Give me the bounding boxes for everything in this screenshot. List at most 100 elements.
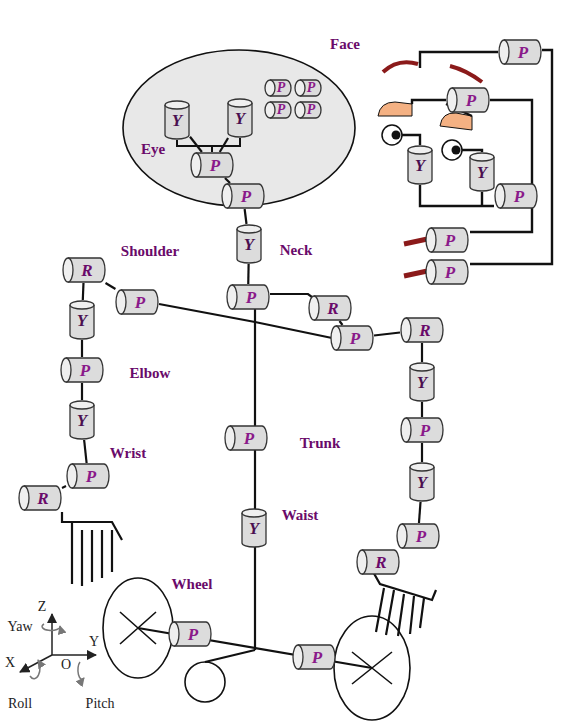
joint-link (421, 343, 423, 362)
cylinder-end (495, 184, 505, 208)
cylinder-end (295, 102, 305, 118)
joint-link (421, 443, 423, 462)
joint-letter: P (244, 430, 254, 447)
eyebrow (450, 66, 482, 82)
axis-label: Y (89, 635, 99, 649)
joint-link (81, 340, 83, 357)
joint-letter: P (86, 468, 96, 485)
cylinder-end (401, 418, 411, 442)
cylinder-end (426, 228, 436, 252)
joint-link (419, 502, 421, 523)
eyebrow (383, 62, 418, 72)
joint-letter: P (518, 44, 528, 61)
cylinder-end (295, 80, 305, 96)
joint-letter: Y (77, 412, 87, 429)
joint-cylinder: P (115, 289, 159, 315)
joint-letter: P (420, 422, 430, 439)
cylinder-end (222, 184, 232, 208)
joint-letter: Y (77, 312, 87, 329)
part-label: Wheel (172, 577, 213, 592)
joint-cylinder: Y (409, 362, 435, 402)
cylinder-end (265, 80, 275, 96)
joint-cylinder: P (264, 101, 292, 119)
joint-cylinder: P (330, 325, 374, 351)
joint-cylinder: R (356, 549, 400, 575)
cylinder-end (265, 102, 275, 118)
cylinder-body (70, 305, 94, 339)
joint-cylinder: R (308, 295, 352, 321)
cylinder-end (225, 426, 235, 450)
joint-link (84, 440, 86, 463)
joint-cylinder: Y (236, 224, 262, 264)
joint-cylinder: P (221, 183, 265, 209)
joint-cylinder: P (425, 227, 469, 253)
part-label: Waist (282, 508, 319, 523)
joint-cylinder: Y (407, 145, 433, 185)
joint-cylinder: P (224, 425, 268, 451)
joint-letter: P (80, 362, 90, 379)
pitch-arc (78, 662, 84, 679)
joint-letter: Y (244, 236, 254, 253)
joint-letter: P (445, 264, 455, 281)
joint-cylinder: Y (69, 400, 95, 440)
cylinder-end (165, 101, 189, 109)
cylinder-body (242, 513, 266, 547)
cylinder-end (191, 153, 201, 177)
neck-link (270, 294, 316, 300)
head-ellipse (123, 50, 355, 206)
joint-letter: P (307, 103, 316, 117)
joint-cylinder: Y (227, 98, 253, 138)
cylinder-end (410, 463, 434, 471)
cylinder-body (165, 105, 189, 139)
cylinder-end (401, 318, 411, 342)
cylinder-end (19, 486, 29, 510)
joint-letter: P (188, 626, 198, 643)
caster-wheel (185, 662, 225, 702)
cylinder-end (408, 146, 432, 154)
face-link (420, 52, 498, 68)
eyeball (382, 125, 402, 145)
joint-link (81, 383, 83, 400)
axis-label: Pitch (86, 697, 115, 711)
cylinder-end (357, 550, 367, 574)
cylinder-end (228, 99, 252, 107)
joint-letter: P (312, 649, 322, 666)
eyeball (442, 140, 462, 160)
joint-link (62, 486, 66, 488)
y-axis (52, 654, 96, 656)
axis-label: Z (38, 600, 47, 614)
joint-letter: P (514, 188, 524, 205)
hand-fingers (72, 522, 112, 586)
joint-letter: R (81, 262, 92, 279)
cylinder-end (426, 260, 436, 284)
cylinder-end (169, 622, 179, 646)
joint-link (340, 321, 343, 325)
joint-link (374, 333, 400, 336)
joint-cylinder: P (168, 621, 212, 647)
cylinder-end (70, 301, 94, 309)
joint-letter: R (419, 322, 430, 339)
joint-cylinder: Y (409, 462, 435, 502)
cylinder-body (70, 405, 94, 439)
cylinder-end (447, 88, 457, 112)
trunk-line (254, 305, 256, 650)
joint-letter: Y (235, 110, 245, 127)
cylinder-body (410, 467, 434, 501)
joint-letter: P (246, 289, 256, 306)
head-region: EyeYYPPPPP (123, 50, 355, 207)
joint-cylinder: P (60, 357, 104, 383)
eyelid (378, 102, 412, 116)
joint-link (220, 138, 228, 152)
part-label: Face (330, 37, 360, 52)
joint-cylinder: P (66, 463, 110, 489)
joint-letter: P (241, 188, 251, 205)
cylinder-body (410, 367, 434, 401)
cylinder-end (67, 464, 77, 488)
cylinder-end (397, 524, 407, 548)
joint-letter: Y (477, 164, 487, 181)
part-label: Wrist (110, 446, 146, 461)
roll-arc (30, 660, 40, 679)
face-mechanism (378, 50, 552, 276)
joint-cylinder: R (18, 485, 62, 511)
part-label: Elbow (130, 366, 171, 381)
